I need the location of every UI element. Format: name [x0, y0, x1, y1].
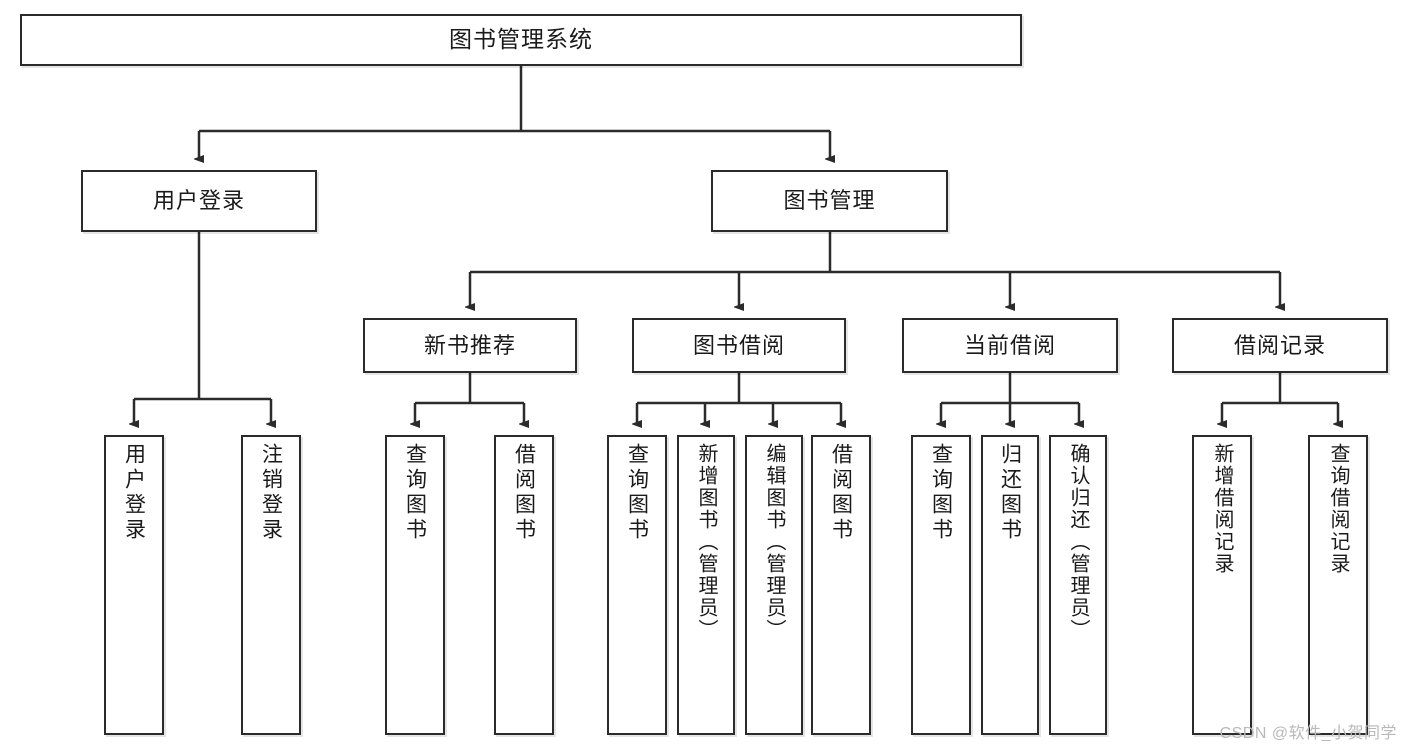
node-label: 图书借阅 — [692, 332, 785, 358]
node-borrow-record[interactable]: 借阅记录 — [1172, 318, 1388, 373]
node-label: 编辑图书（管理员） — [763, 443, 785, 641]
node-current-borrow[interactable]: 当前借阅 — [902, 318, 1118, 373]
leaf-edit-book[interactable]: 编辑图书（管理员） — [745, 435, 803, 735]
leaf-query-book-3[interactable]: 查询图书 — [911, 435, 971, 735]
leaf-borrow-book-1[interactable]: 借阅图书 — [494, 435, 554, 735]
node-label: 查询借阅记录 — [1327, 443, 1349, 575]
node-label: 借阅记录 — [1233, 332, 1326, 358]
node-label: 确认归还（管理员） — [1067, 443, 1089, 641]
node-label: 查询图书 — [625, 443, 649, 543]
node-new-book-rec[interactable]: 新书推荐 — [363, 318, 577, 373]
node-label: 查询图书 — [929, 443, 953, 543]
node-label: 用户登录 — [152, 188, 245, 214]
leaf-add-book[interactable]: 新增图书（管理员） — [677, 435, 735, 735]
node-label: 新书推荐 — [423, 332, 516, 358]
leaf-user-login[interactable]: 用户登录 — [104, 435, 164, 735]
node-label: 用户登录 — [122, 443, 146, 543]
node-label: 注销登录 — [259, 443, 283, 543]
node-label: 新增借阅记录 — [1211, 443, 1233, 575]
leaf-logout[interactable]: 注销登录 — [241, 435, 301, 735]
node-label: 图书管理 — [783, 188, 876, 214]
leaf-confirm-return[interactable]: 确认归还（管理员） — [1049, 435, 1107, 735]
leaf-query-book-1[interactable]: 查询图书 — [385, 435, 445, 735]
node-book-manage[interactable]: 图书管理 — [711, 170, 948, 232]
leaf-add-record[interactable]: 新增借阅记录 — [1192, 435, 1252, 735]
csdn-watermark: CSDN @软件_小贺同学 — [1219, 725, 1397, 742]
node-root-system[interactable]: 图书管理系统 — [20, 14, 1022, 66]
node-label: 图书管理系统 — [449, 26, 593, 53]
node-label: 借阅图书 — [512, 443, 536, 543]
leaf-query-record[interactable]: 查询借阅记录 — [1308, 435, 1368, 735]
node-user-login[interactable]: 用户登录 — [81, 170, 317, 232]
node-label: 归还图书 — [998, 443, 1022, 543]
node-label: 当前借阅 — [963, 332, 1056, 358]
leaf-query-book-2[interactable]: 查询图书 — [607, 435, 667, 735]
node-book-borrow[interactable]: 图书借阅 — [632, 318, 846, 373]
node-label: 查询图书 — [403, 443, 427, 543]
leaf-return-book[interactable]: 归还图书 — [981, 435, 1039, 735]
leaf-borrow-book-2[interactable]: 借阅图书 — [811, 435, 871, 735]
node-label: 新增图书（管理员） — [695, 443, 717, 641]
node-label: 借阅图书 — [829, 443, 853, 543]
